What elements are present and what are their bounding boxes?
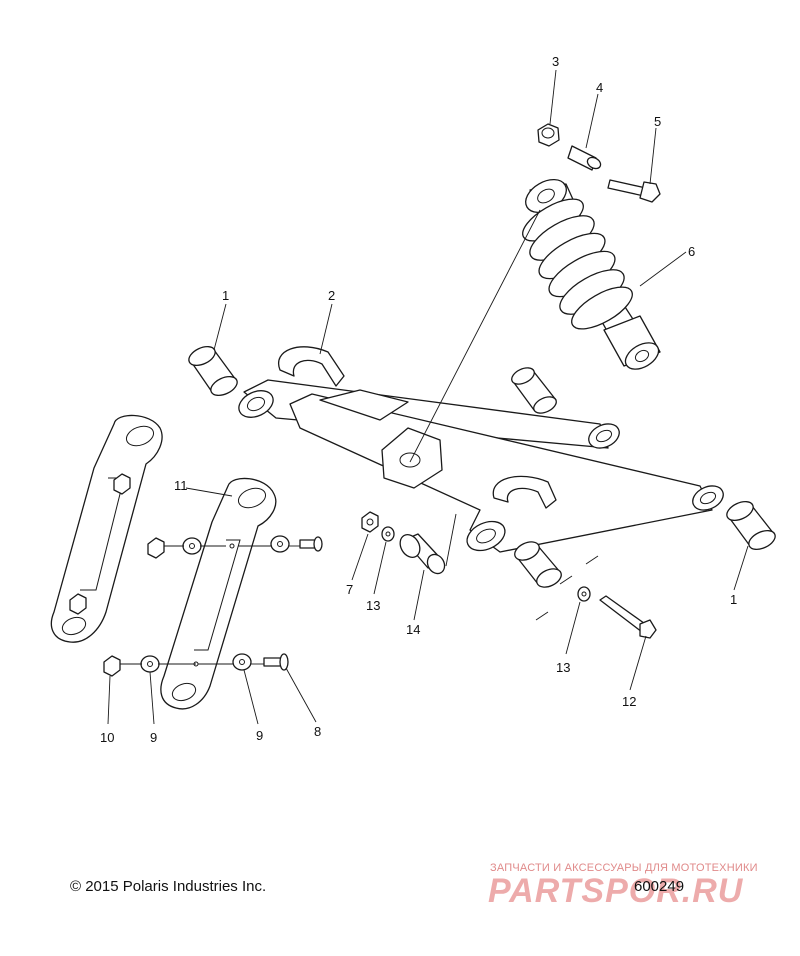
watermark-tagline: ЗАПЧАСТИ И АКСЕССУАРЫ ДЛЯ МОТОТЕХНИКИ bbox=[490, 862, 758, 874]
callout-11: 11 bbox=[174, 478, 188, 493]
callout-8: 8 bbox=[314, 724, 321, 739]
part-7-nut bbox=[361, 511, 379, 533]
callout-5: 5 bbox=[654, 114, 661, 129]
part-1-bushing-lower-center bbox=[514, 541, 562, 588]
callout-13-upper: 13 bbox=[366, 598, 380, 613]
part-11-linkage-rear bbox=[50, 414, 163, 643]
callout-12: 12 bbox=[622, 694, 636, 709]
callout-7: 7 bbox=[346, 582, 353, 597]
part-14-sleeve bbox=[399, 533, 446, 575]
part-10-nut-upper bbox=[147, 537, 165, 559]
part-1-bushing-lower-right bbox=[726, 500, 776, 551]
watermark-logo: PARTSPOR.RU bbox=[488, 872, 744, 910]
part-12-bolt bbox=[599, 595, 657, 639]
part-6-shock-absorber bbox=[522, 178, 661, 370]
part-8-bolt bbox=[263, 653, 289, 671]
part-13-washer-lower bbox=[577, 586, 591, 602]
part-13-washer-upper bbox=[381, 526, 395, 542]
part-1-bushing-left bbox=[188, 345, 238, 397]
copyright-notice: © 2015 Polaris Industries Inc. bbox=[70, 878, 267, 895]
part-5-bolt bbox=[607, 179, 661, 203]
part-9-washers bbox=[140, 535, 290, 673]
part-1-bushing-upper-right bbox=[511, 367, 557, 414]
part-4-bushing bbox=[567, 145, 602, 171]
callout-labels: 3 4 5 6 1 2 11 7 13 14 1 13 12 10 9 9 8 bbox=[100, 54, 737, 745]
callout-13-lower: 13 bbox=[556, 660, 570, 675]
callout-6: 6 bbox=[688, 244, 695, 259]
part-11-linkage bbox=[160, 477, 277, 710]
leader-lines bbox=[107, 69, 749, 725]
callout-9-right: 9 bbox=[256, 728, 263, 743]
callout-10: 10 bbox=[100, 730, 114, 745]
part-3-nut bbox=[537, 123, 560, 147]
callout-3: 3 bbox=[552, 54, 559, 69]
part-10-nut bbox=[103, 655, 121, 677]
part-2-a-arm bbox=[238, 346, 724, 553]
drawing-number: 600249 bbox=[634, 878, 685, 895]
callout-9-left: 9 bbox=[150, 730, 157, 745]
callout-1-right: 1 bbox=[730, 592, 737, 607]
part-8-bolt-upper bbox=[299, 536, 323, 552]
callout-4: 4 bbox=[596, 80, 603, 95]
callout-1-left: 1 bbox=[222, 288, 229, 303]
callout-2: 2 bbox=[328, 288, 335, 303]
callout-14: 14 bbox=[406, 622, 420, 637]
